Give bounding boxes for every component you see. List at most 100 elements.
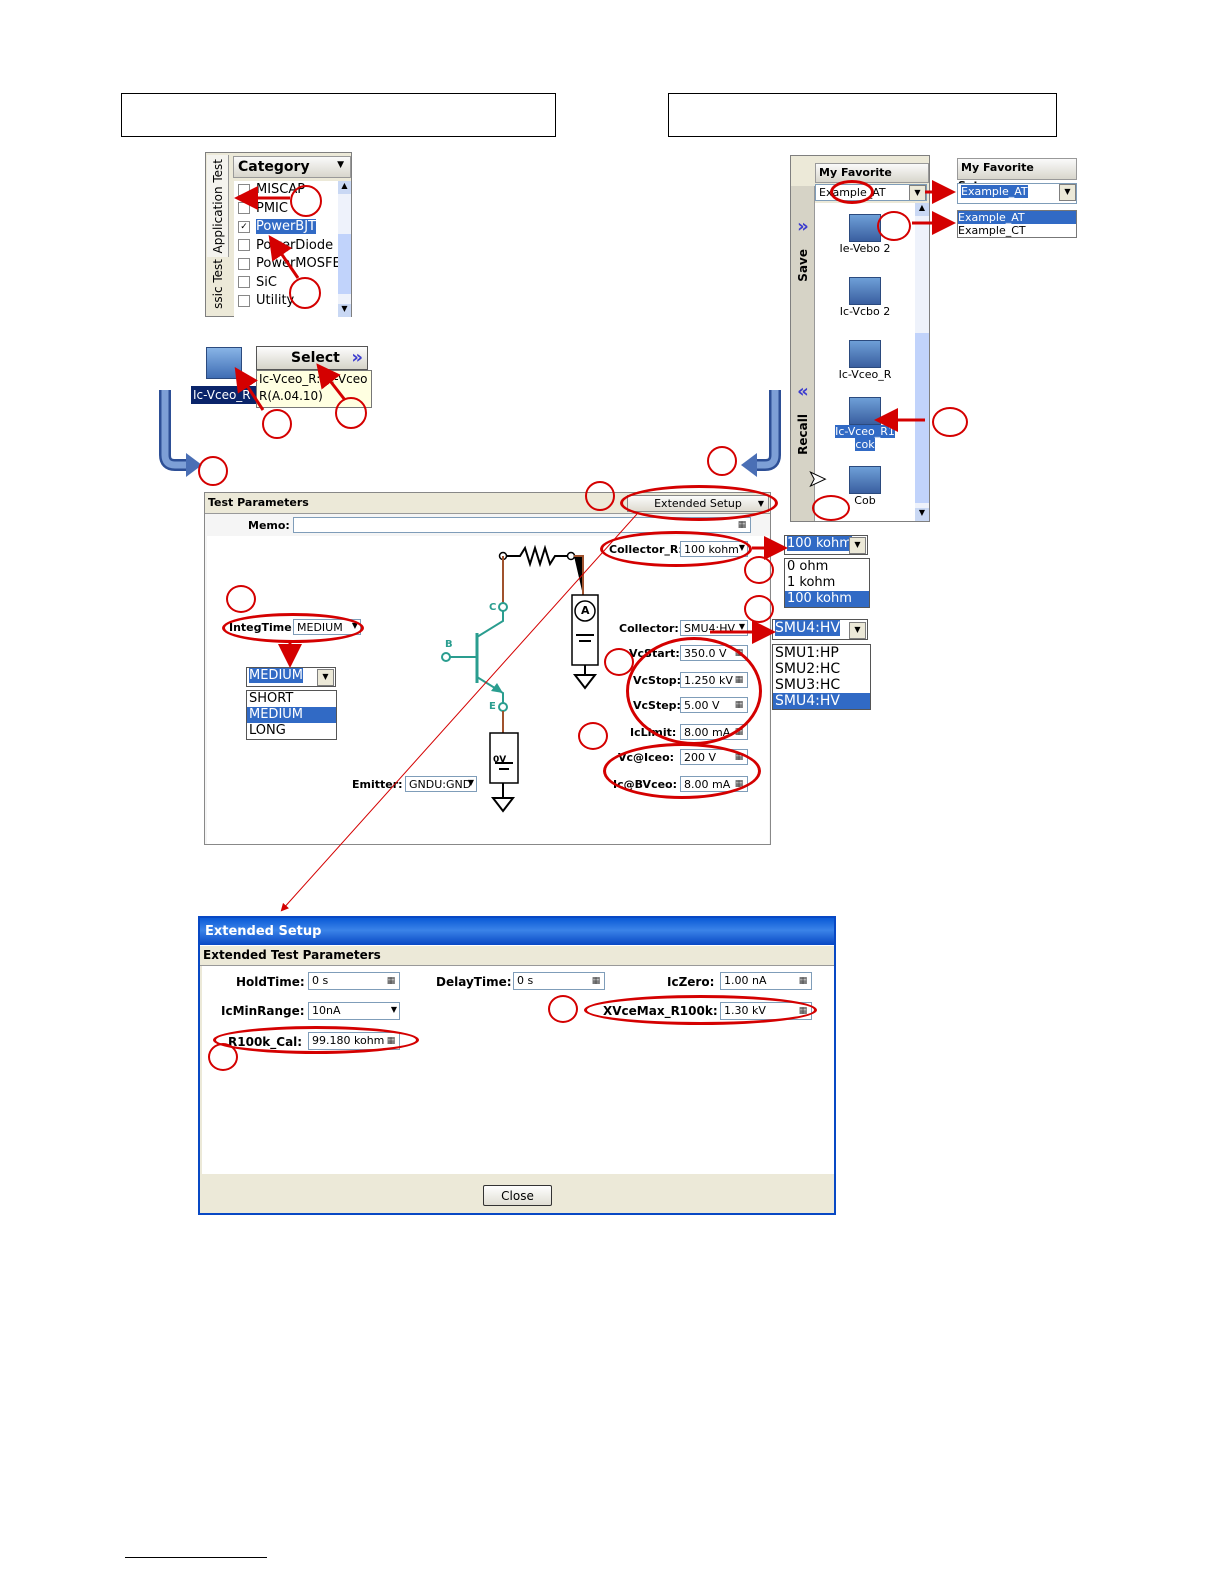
- dialog-section-header: Extended Test Parameters: [200, 945, 834, 966]
- annotation-oval-favorites-arrow: [830, 180, 874, 204]
- recall-tab[interactable]: « Recall: [791, 381, 815, 521]
- category-scrollbar[interactable]: ▲ ▼: [338, 181, 351, 317]
- dropdown-option[interactable]: SMU4:HV: [773, 693, 870, 709]
- flow-arrow-right: [741, 390, 781, 477]
- annotation-oval-r100k: [213, 1026, 419, 1054]
- dropdown-arrow-icon[interactable]: ▼: [1059, 184, 1076, 201]
- dropdown-option[interactable]: SMU1:HP: [775, 645, 839, 661]
- dropdown-option[interactable]: LONG: [249, 723, 286, 738]
- checkbox[interactable]: [238, 276, 250, 288]
- tab-classic-test[interactable]: ssic Test: [211, 259, 225, 309]
- flow-arrow-left: [159, 390, 202, 477]
- dropdown-arrow-icon[interactable]: ▼: [849, 622, 866, 639]
- category-item[interactable]: ✓PowerBJT: [234, 218, 338, 237]
- dropdown-option[interactable]: 100 kohm: [785, 591, 869, 607]
- dropdown-option[interactable]: SMU2:HC: [775, 661, 841, 677]
- node-e-label: E: [489, 701, 496, 712]
- callout-circle: [335, 397, 367, 429]
- icminrange-label: IcMinRange:: [221, 1004, 305, 1018]
- favorites-dropdown-select[interactable]: Example_AT ▼: [957, 183, 1077, 204]
- integ-dropdown-select[interactable]: MEDIUM ▼: [246, 667, 336, 687]
- favorites-header[interactable]: My Favorite Setup▼: [815, 163, 929, 197]
- dropdown-option[interactable]: 1 kohm: [787, 575, 836, 590]
- collector-label: Collector:: [619, 622, 679, 635]
- annotation-oval-extended-setup: [620, 485, 778, 521]
- favorite-setup-item[interactable]: Ie-Vebo 2: [815, 203, 915, 266]
- category-item-label: PowerMOSFE: [256, 256, 341, 271]
- favorite-setup-item[interactable]: Ic-Vceo_R: [815, 329, 915, 392]
- category-item[interactable]: SiC: [234, 274, 338, 293]
- scroll-up-icon[interactable]: ▲: [915, 203, 929, 216]
- checkbox[interactable]: ✓: [238, 220, 250, 233]
- calculator-icon[interactable]: ▦: [386, 976, 396, 986]
- favorite-setup-label: Ic-Vcbo 2: [839, 305, 891, 318]
- delaytime-field[interactable]: 0 s▦: [513, 972, 605, 990]
- node-c-label: C: [489, 602, 497, 613]
- dropdown-arrow-icon[interactable]: ▼: [849, 537, 866, 554]
- holdtime-field[interactable]: 0 s▦: [308, 972, 400, 990]
- collector-dropdown-select[interactable]: SMU4:HV ▼: [772, 619, 868, 640]
- dropdown-arrow-icon[interactable]: ▼: [738, 622, 745, 631]
- favorite-setup-label: Ie-Vebo 2: [839, 242, 891, 255]
- favorite-setup-item[interactable]: Ic-Vcbo 2: [815, 266, 915, 329]
- dropdown-option[interactable]: Example_AT: [958, 211, 1076, 224]
- category-item[interactable]: PowerDiode: [234, 237, 338, 256]
- calculator-icon[interactable]: ▦: [591, 976, 601, 986]
- collector-select[interactable]: SMU4:HV ▼: [680, 620, 748, 636]
- calculator-icon[interactable]: ▦: [798, 976, 808, 986]
- checkbox[interactable]: [238, 239, 250, 251]
- iczero-field[interactable]: 1.00 nA▦: [720, 972, 812, 990]
- category-header[interactable]: Category ▼: [233, 156, 351, 178]
- category-item[interactable]: Utility: [234, 292, 338, 311]
- callout-circle: [289, 277, 321, 309]
- extended-setup-dialog: Extended Setup Extended Test Parameters …: [198, 916, 836, 1215]
- callout-circle: [548, 995, 578, 1023]
- dropdown-arrow-icon[interactable]: ▼: [317, 669, 334, 686]
- icminrange-select[interactable]: 10nA▼: [308, 1002, 400, 1020]
- favorites-dropdown-header[interactable]: My Favorite Setup▼: [957, 158, 1077, 192]
- setup-icon-tile[interactable]: [206, 347, 242, 379]
- resistor-symbol: [498, 544, 576, 568]
- callout-circle: [744, 595, 774, 623]
- dropdown-option[interactable]: MEDIUM: [247, 707, 336, 723]
- favorite-setup-item[interactable]: Cob: [815, 455, 915, 518]
- callout-circle: [226, 585, 256, 613]
- dropdown-option[interactable]: SMU3:HC: [775, 677, 841, 693]
- setup-icon: [849, 214, 881, 242]
- dropdown-option[interactable]: SHORT: [249, 691, 294, 706]
- dropdown-option[interactable]: Example_CT: [958, 224, 1026, 237]
- close-button[interactable]: Close: [483, 1185, 552, 1206]
- scroll-up-icon[interactable]: ▲: [338, 181, 351, 194]
- checkbox[interactable]: [238, 257, 250, 270]
- checkbox[interactable]: [238, 183, 250, 196]
- favorite-setup-label: Cob: [854, 494, 876, 507]
- delaytime-label: DelayTime:: [436, 975, 512, 989]
- callout-circle: [198, 456, 228, 486]
- tab-application-test[interactable]: Application Test: [207, 155, 229, 257]
- setup-icon: [849, 277, 881, 305]
- double-chevron-left-icon: «: [797, 381, 809, 402]
- calculator-icon[interactable]: ▦: [734, 727, 744, 737]
- category-item[interactable]: PMIC: [234, 200, 338, 219]
- category-item[interactable]: MISCAP: [234, 181, 338, 200]
- save-tab[interactable]: » Save: [791, 216, 815, 351]
- category-item[interactable]: PowerMOSFE: [234, 255, 341, 274]
- favorites-scrollbar[interactable]: ▲ ▼: [915, 203, 929, 521]
- collector-r-dropdown-select[interactable]: 100 kohm ▼: [784, 535, 868, 555]
- scroll-down-icon[interactable]: ▼: [338, 304, 351, 317]
- double-chevron-right-icon: »: [351, 347, 363, 368]
- setup-icon: [849, 340, 881, 368]
- scroll-down-icon[interactable]: ▼: [915, 508, 929, 521]
- emitter-label: Emitter:: [352, 778, 403, 791]
- dropdown-arrow-icon[interactable]: ▼: [909, 185, 926, 200]
- annotation-oval-sweep-params: [626, 637, 762, 745]
- calculator-icon[interactable]: ▦: [737, 520, 747, 530]
- callout-circle: [262, 409, 292, 439]
- checkbox[interactable]: [238, 294, 250, 307]
- dropdown-arrow-icon[interactable]: ▼: [390, 1005, 397, 1014]
- select-button[interactable]: Select »: [256, 346, 368, 370]
- dropdown-option[interactable]: 0 ohm: [787, 559, 829, 574]
- checkbox[interactable]: [238, 202, 250, 214]
